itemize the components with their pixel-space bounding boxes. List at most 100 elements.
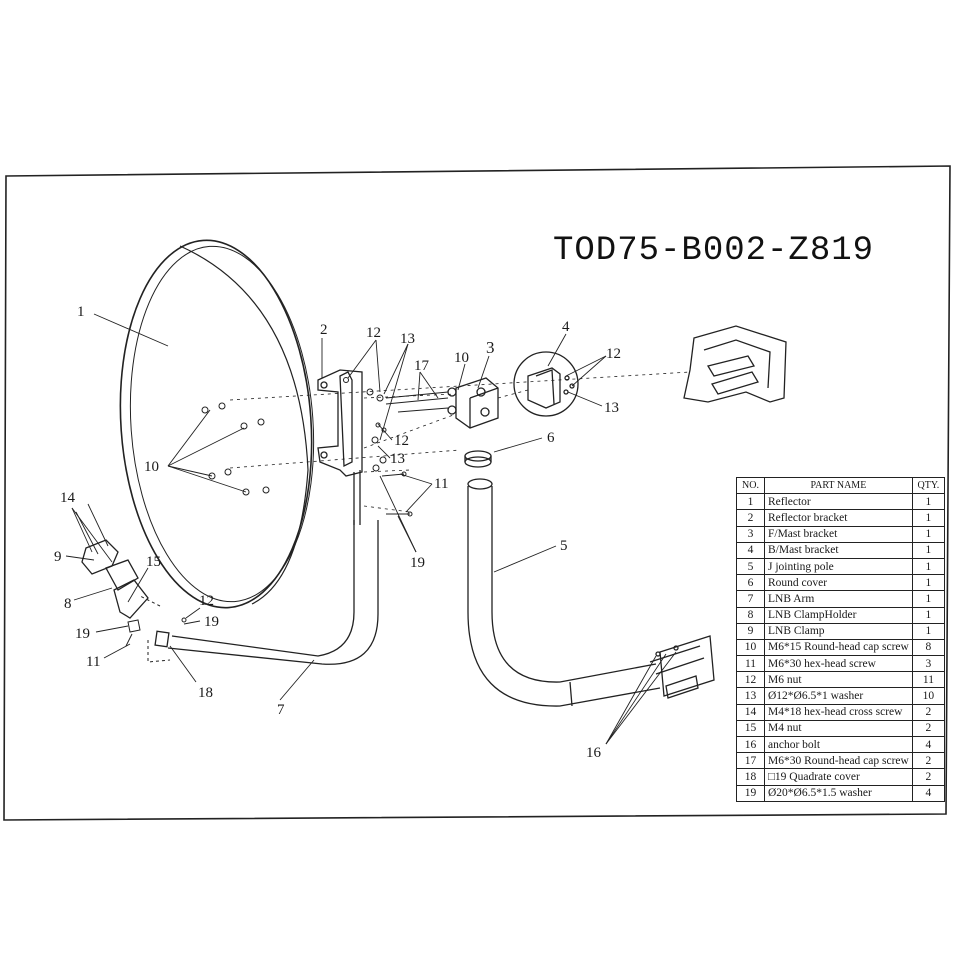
part-number-cell: 8 <box>736 606 765 624</box>
quantity-cell: 4 <box>911 784 946 802</box>
callout-4: 4 <box>562 319 570 335</box>
quantity-cell: 1 <box>911 590 946 608</box>
callout-13-top: 13 <box>400 331 415 347</box>
part-name-cell: B/Mast bracket <box>763 541 913 559</box>
reflector-dish <box>119 239 315 609</box>
quantity-cell: 1 <box>911 509 946 527</box>
lnb-clamp-assembly <box>75 503 149 619</box>
callout-17: 17 <box>414 358 430 374</box>
quantity-cell: 11 <box>911 671 946 689</box>
callout-18: 18 <box>198 685 213 701</box>
callout-9: 9 <box>54 549 62 565</box>
callout-11-bracket: 11 <box>434 476 448 492</box>
part-number-cell: 18 <box>736 768 765 786</box>
part-number-cell: 4 <box>736 541 765 559</box>
quantity-cell: 2 <box>911 719 946 738</box>
quantity-cell: 2 <box>911 703 946 721</box>
leader-lines <box>65 313 677 745</box>
part-name-cell: M6*30 hex-head screw <box>763 655 913 673</box>
part-number-cell: 5 <box>736 557 765 576</box>
part-number-cell: 12 <box>736 671 765 689</box>
part-number-cell: 6 <box>736 574 765 592</box>
part-number-cell: 9 <box>736 622 765 640</box>
callout-12-top: 12 <box>366 325 381 341</box>
header-qty: QTY. <box>911 476 946 495</box>
quantity-cell: 1 <box>911 606 946 624</box>
callout-12-right: 12 <box>606 346 621 362</box>
callout-10-dish: 10 <box>144 459 159 475</box>
quantity-cell: 1 <box>911 574 946 592</box>
callout-12-lnb: 12 <box>199 593 214 609</box>
quantity-cell: 1 <box>911 525 946 543</box>
part-name-cell: F/Mast bracket <box>763 525 913 543</box>
callout-6: 6 <box>547 430 555 446</box>
alignment-lines <box>229 371 691 513</box>
nuts-and-washers <box>343 377 387 472</box>
callout-19-lnb-a: 19 <box>204 614 219 630</box>
callout-2: 2 <box>320 322 328 338</box>
lnb-small-parts <box>125 595 187 663</box>
callout-11-lnb: 11 <box>86 654 100 670</box>
callout-3: 3 <box>486 338 495 357</box>
callout-15: 15 <box>146 554 161 570</box>
callout-1: 1 <box>77 304 85 320</box>
quantity-cell: 2 <box>911 752 946 770</box>
callout-10-bracket: 10 <box>454 350 469 366</box>
round-cover <box>464 450 492 468</box>
part-name-cell: □19 Quadrate cover <box>763 768 913 786</box>
part-number-cell: 19 <box>736 784 765 802</box>
lnb-arm <box>154 520 379 665</box>
front-mast-bracket <box>447 377 499 429</box>
part-number-cell: 2 <box>736 509 765 527</box>
part-name-cell: M6 nut <box>763 671 913 689</box>
part-name-cell: LNB ClampHolder <box>763 606 913 624</box>
part-number-cell: 11 <box>736 655 765 673</box>
parts-table-header: NO. PART NAME QTY. <box>736 476 946 495</box>
part-number-cell: 3 <box>736 525 765 543</box>
part-name-cell: M4 nut <box>763 719 913 738</box>
callout-14: 14 <box>60 490 76 506</box>
back-mast-bracket-detail <box>513 351 579 417</box>
quantity-cell: 1 <box>911 493 946 511</box>
callout-19-bracket: 19 <box>410 555 425 571</box>
part-name-cell: Ø12*Ø6.5*1 washer <box>763 687 913 705</box>
header-no: NO. <box>736 476 765 495</box>
quantity-cell: 3 <box>911 655 946 673</box>
reflector-bracket <box>317 369 363 525</box>
part-name-cell: LNB Arm <box>763 590 913 608</box>
hex-screws <box>381 471 413 517</box>
quantity-cell: 2 <box>911 768 946 786</box>
long-cap-screws <box>385 391 449 413</box>
quantity-cell: 1 <box>911 541 946 559</box>
quantity-cell: 10 <box>911 687 946 705</box>
callout-16: 16 <box>586 745 602 761</box>
quantity-cell: 1 <box>911 622 946 640</box>
part-number-cell: 16 <box>736 735 765 754</box>
j-jointing-pole <box>467 478 661 707</box>
callout-labels: 1 2 3 4 5 6 7 8 9 10 10 11 11 12 12 12 1… <box>54 304 621 761</box>
header-part-name: PART NAME <box>763 476 913 495</box>
callout-19-lnb-b: 19 <box>75 626 90 642</box>
part-number-cell: 17 <box>736 752 765 770</box>
part-name-cell: J jointing pole <box>763 557 913 576</box>
part-name-cell: Ø20*Ø6.5*1.5 washer <box>763 784 913 802</box>
part-number-cell: 10 <box>736 638 765 657</box>
callout-13-mid: 13 <box>390 451 405 467</box>
part-name-cell: M6*15 Round-head cap screw <box>763 638 913 657</box>
